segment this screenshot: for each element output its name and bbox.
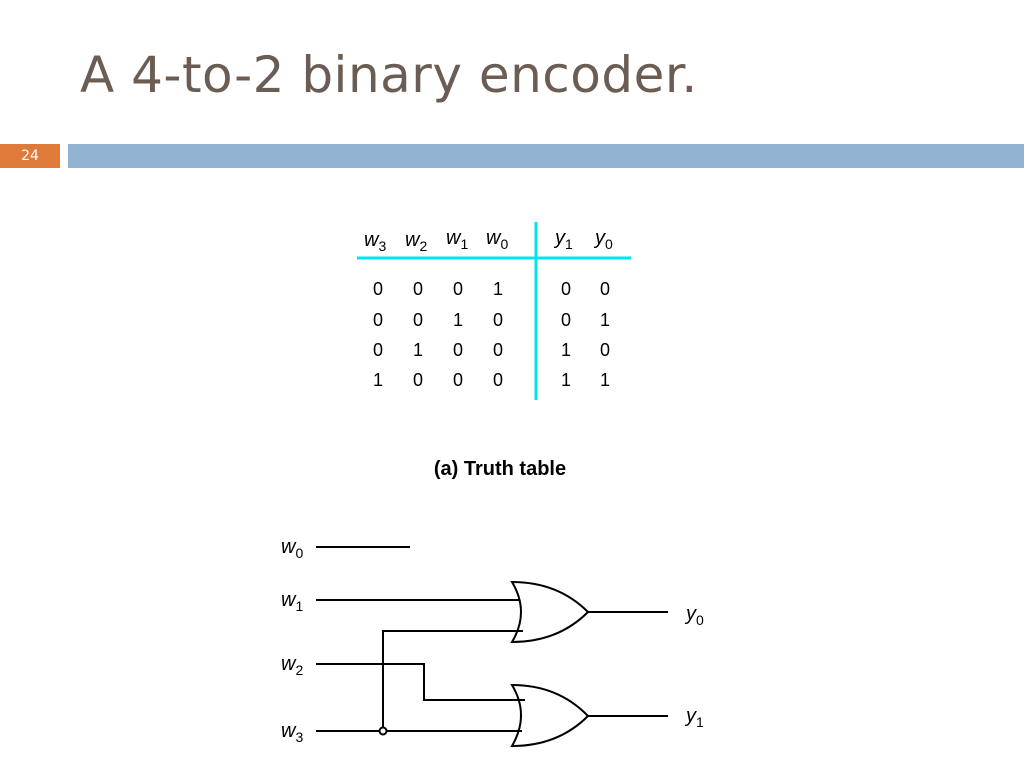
- wire-w3-branch: [382, 630, 523, 731]
- svg-text:1: 1: [561, 370, 571, 390]
- svg-text:0: 0: [413, 370, 423, 390]
- svg-text:0: 0: [493, 310, 503, 330]
- or-gate-icon: [510, 683, 590, 748]
- svg-text:0: 0: [493, 340, 503, 360]
- svg-text:0: 0: [561, 279, 571, 299]
- slide-title: A 4-to-2 binary encoder.: [80, 46, 698, 104]
- svg-text:1: 1: [373, 370, 383, 390]
- svg-text:0: 0: [493, 370, 503, 390]
- input-label-w2: w2: [281, 653, 303, 678]
- junction-dot: [378, 726, 388, 736]
- svg-text:0: 0: [453, 340, 463, 360]
- svg-text:0: 0: [373, 340, 383, 360]
- page-number-badge: 24: [0, 144, 60, 168]
- header-w2: w2: [405, 229, 427, 254]
- svg-text:1: 1: [600, 370, 610, 390]
- svg-text:0: 0: [373, 279, 383, 299]
- input-label-w1: w1: [281, 589, 303, 614]
- or-gate-icon: [510, 580, 590, 644]
- encoder-circuit: w0 w1 w2 w3 y0 y1: [281, 536, 704, 748]
- svg-text:0: 0: [373, 310, 383, 330]
- table-row: 0 0 0 1 0 0: [373, 279, 610, 299]
- truth-table: w3 w2 w1 w0 y1 y0 0 0 0 1 0 0 0: [357, 222, 631, 400]
- table-row: 0 0 1 0 0 1: [373, 310, 610, 330]
- wire-w2: [316, 663, 525, 701]
- svg-text:0: 0: [600, 279, 610, 299]
- truth-table-caption: (a) Truth table: [433, 458, 567, 480]
- input-label-w3: w3: [281, 720, 303, 745]
- svg-text:1: 1: [413, 340, 423, 360]
- header-w0: w0: [486, 227, 508, 252]
- svg-text:0: 0: [453, 370, 463, 390]
- svg-text:1: 1: [600, 310, 610, 330]
- input-label-w0: w0: [281, 536, 303, 561]
- svg-text:0: 0: [413, 279, 423, 299]
- title-divider-bar: [68, 144, 1024, 168]
- svg-text:0: 0: [413, 310, 423, 330]
- header-w1: w1: [446, 227, 468, 252]
- table-row: 0 1 0 0 1 0: [373, 340, 610, 360]
- header-y0: y0: [593, 227, 613, 252]
- table-row: 1 0 0 0 1 1: [373, 370, 610, 390]
- svg-text:0: 0: [453, 279, 463, 299]
- output-label-y1: y1: [684, 705, 704, 730]
- svg-text:1: 1: [493, 279, 503, 299]
- header-w3: w3: [364, 229, 386, 254]
- svg-text:0: 0: [561, 310, 571, 330]
- svg-text:1: 1: [453, 310, 463, 330]
- svg-text:0: 0: [600, 340, 610, 360]
- header-y1: y1: [553, 227, 573, 252]
- output-label-y0: y0: [684, 603, 704, 628]
- svg-text:1: 1: [561, 340, 571, 360]
